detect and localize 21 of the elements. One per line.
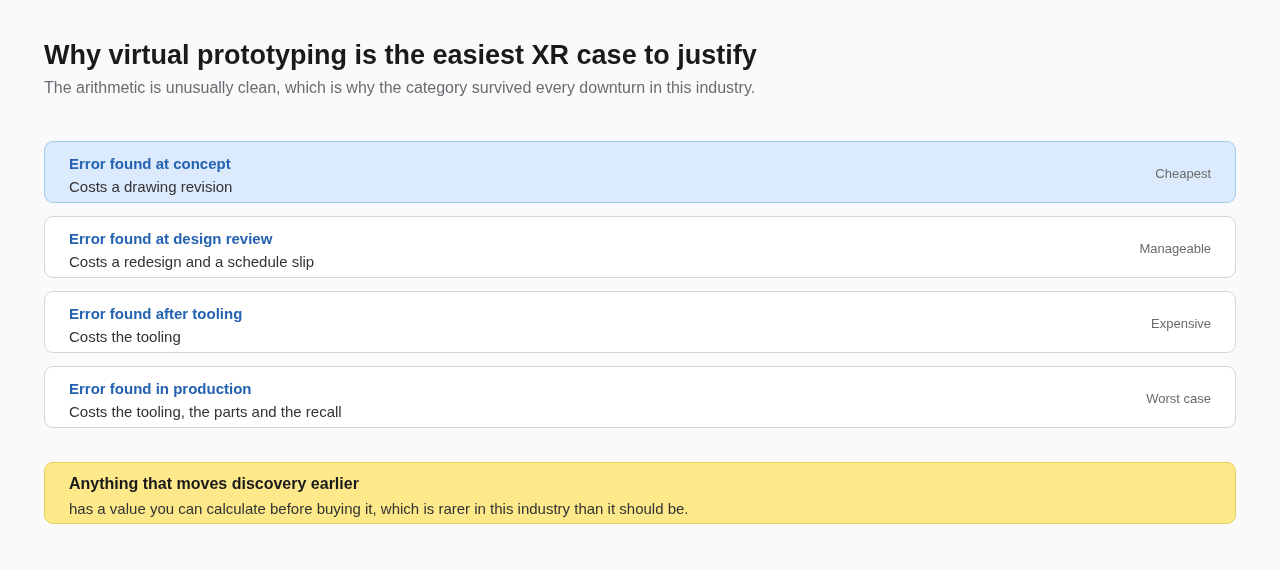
card-heading: Anything that moves discovery earlier	[69, 475, 359, 493]
callout-card	[44, 462, 1236, 524]
card-description: Costs a redesign and a schedule slip	[69, 253, 315, 270]
title: Why virtual prototyping is the easiest XR case to justify	[44, 40, 757, 71]
card-description: has a value you can calculate before buying it, which is rarer in this industry than it should be.	[69, 500, 689, 517]
cost-level: Expensive	[1151, 316, 1211, 331]
subtitle: The arithmetic is unusually clean, which is why the category survived every downturn in this industry.	[44, 79, 756, 97]
cost-level: Cheapest	[1155, 166, 1211, 181]
cost-level: Worst case	[1146, 391, 1211, 406]
card-heading: Error found at design review	[69, 230, 273, 247]
card-description: Costs the tooling	[69, 328, 181, 345]
card-heading: Error found at concept	[69, 155, 231, 172]
card-heading: Error found in production	[69, 380, 252, 397]
stage-card	[44, 366, 1236, 428]
card-description: Costs a drawing revision	[69, 178, 233, 195]
stage-card	[44, 141, 1236, 203]
stage-card	[44, 216, 1236, 278]
stage-card	[44, 291, 1236, 353]
card-description: Costs the tooling, the parts and the recall	[69, 403, 342, 420]
cost-level: Manageable	[1139, 241, 1211, 256]
card-heading: Error found after tooling	[69, 305, 243, 322]
